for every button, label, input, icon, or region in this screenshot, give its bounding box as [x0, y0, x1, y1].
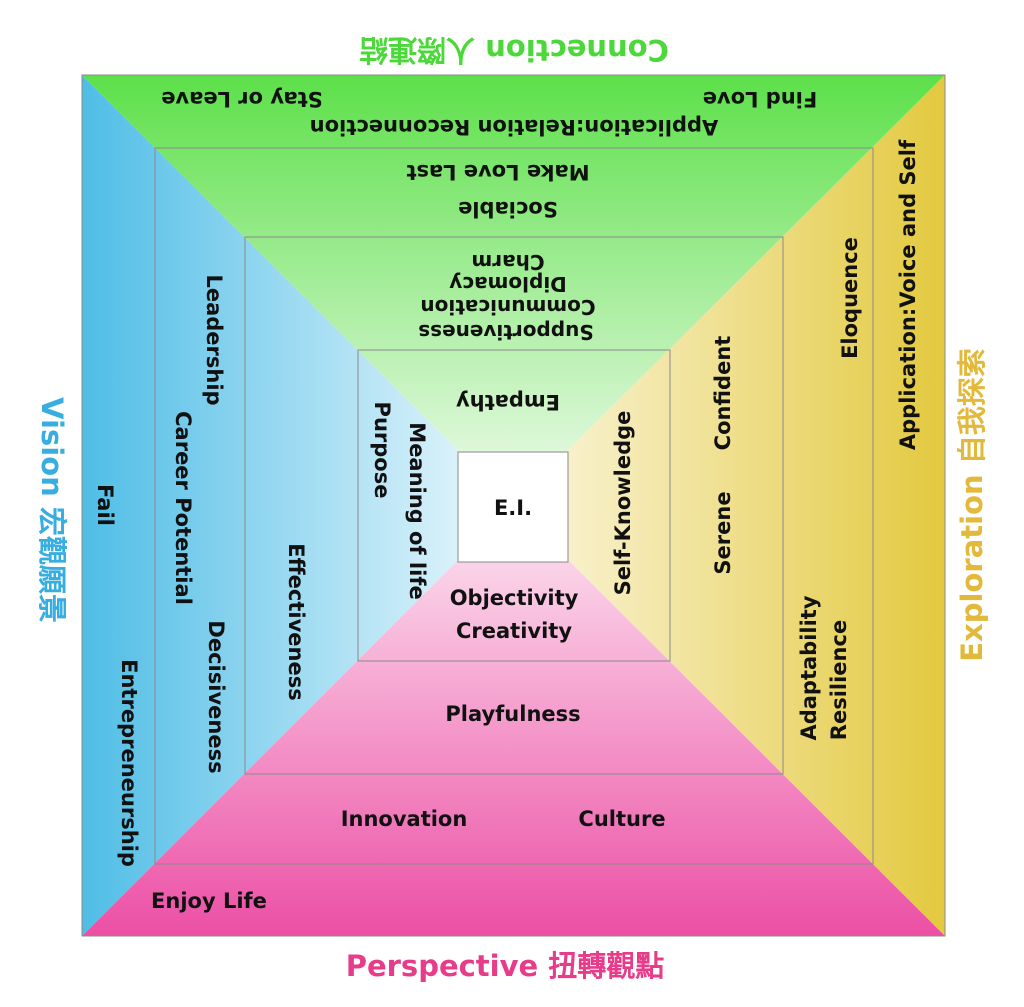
label-enjoy-life: Enjoy Life — [151, 889, 267, 913]
label-effectiveness: Effectiveness — [284, 543, 308, 700]
label-adaptability: Adaptability — [797, 595, 821, 740]
label-serene: Serene — [711, 491, 735, 574]
label-eloquence: Eloquence — [838, 237, 862, 359]
label-make-love-last: Make Love Last — [406, 160, 589, 184]
label-career-potential: Career Potential — [171, 411, 195, 605]
label-empathy: Empathy — [456, 390, 560, 414]
label-innovation: Innovation — [341, 807, 468, 831]
label-decisiveness: Decisiveness — [204, 620, 228, 773]
label-exploration-application: Application:Voice and Self — [896, 139, 920, 450]
exploration-quadrant — [513, 75, 945, 936]
center-label: E.I. — [494, 496, 532, 520]
label-resilience: Resilience — [827, 620, 851, 740]
heading-connection: Connection 人際連結 — [359, 33, 669, 67]
label-creativity: Creativity — [456, 619, 572, 643]
label-meaning-of-life: Meaning of life — [405, 422, 429, 599]
label-self-knowledge: Self-Knowledge — [611, 411, 635, 596]
label-leadership: Leadership — [202, 274, 226, 405]
heading-exploration: Exploration 自我探索 — [955, 348, 989, 661]
perspective-quadrant — [82, 505, 945, 936]
label-diplomacy: Diplomacy — [449, 272, 567, 296]
ring-1-frame — [154, 147, 874, 865]
label-entrepreneurship: Entrepreneurship — [117, 659, 141, 867]
vision-quadrant — [82, 75, 513, 936]
label-connection-application: Application:Relation Reconnection — [310, 115, 719, 139]
label-communication: Communication — [420, 295, 595, 319]
label-culture: Culture — [578, 807, 665, 831]
heading-perspective: Perspective 扭轉觀點 — [346, 949, 665, 983]
connection-quadrant — [82, 75, 945, 505]
label-find-love: Find Love — [703, 87, 818, 111]
label-fail: Fail — [93, 484, 117, 526]
label-stay-or-leave: Stay or Leave — [161, 87, 323, 111]
center-box — [457, 451, 569, 563]
ring-3-frame — [357, 349, 671, 662]
label-charm: Charm — [471, 250, 544, 274]
outer-frame — [81, 74, 946, 937]
label-playfulness: Playfulness — [445, 702, 580, 726]
label-sociable: Sociable — [458, 197, 558, 221]
label-objectivity: Objectivity — [450, 586, 579, 610]
label-supportiveness: Supportiveness — [418, 320, 594, 344]
heading-vision: Vision 宏觀願景 — [35, 397, 69, 623]
label-confident: Confident — [711, 336, 735, 451]
label-purpose: Purpose — [370, 402, 394, 499]
ring-2-frame — [244, 236, 784, 775]
